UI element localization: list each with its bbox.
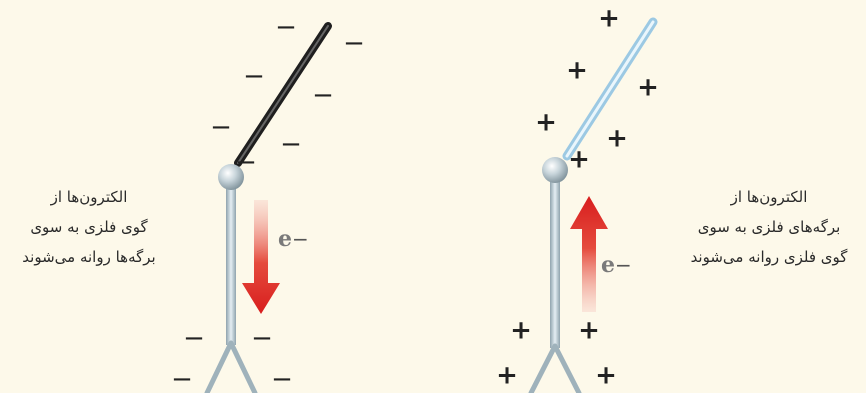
right-electron-label: e− [601,254,632,276]
charge-sign: + [578,316,600,346]
charge-sign: + [510,316,532,346]
charge-sign: − [343,29,365,59]
right-leaf-charges: + + + + [496,316,617,391]
caption-line: الکترون‌ها از [50,188,128,206]
right-rod-charges: + + + + + + [535,4,659,175]
right-caption: الکترون‌ها از برگه‌های فلزی به سوی گوی ف… [676,182,862,272]
charge-sign: − [235,148,257,178]
charge-sign: − [183,324,205,354]
charge-sign: − [271,365,293,393]
right-leaves [528,343,582,393]
charge-sign: − [210,113,232,143]
charge-sign: − [312,81,334,111]
left-electroscope [204,22,332,393]
electron-symbol: e [278,226,292,252]
charge-sign: + [606,124,628,154]
right-electron-arrow [570,196,608,312]
left-leaves [204,340,258,393]
right-rod-highlight [565,20,655,158]
caption-line: گوی فلزی به سوی [30,218,148,236]
electron-charge-sign: − [292,227,309,251]
electron-symbol: e [601,252,615,278]
right-stem [550,178,560,348]
right-electroscope [528,17,658,393]
charge-sign: − [243,62,265,92]
left-electron-arrow [242,200,280,314]
charge-sign: + [637,73,659,103]
charge-sign: + [598,4,620,34]
charge-sign: − [280,130,302,160]
charge-sign: + [496,361,518,391]
caption-line: گوی فلزی روانه می‌شوند [690,248,848,266]
charge-sign: + [535,108,557,138]
left-electron-label: e− [278,228,309,250]
caption-line: برگه‌ها روانه می‌شوند [22,248,156,266]
left-stem [226,185,236,345]
charge-sign: + [566,56,588,86]
charge-sign: − [171,365,193,393]
charge-sign: − [275,13,297,43]
charge-sign: − [251,324,273,354]
electron-charge-sign: − [615,253,632,277]
charge-sign: + [595,361,617,391]
left-rod-charges: − − − − − − − [210,13,365,178]
left-metal-ball [218,164,244,190]
charge-sign: + [568,145,590,175]
left-rod-highlight [237,25,329,164]
caption-line: برگه‌های فلزی به سوی [697,218,841,236]
caption-line: الکترون‌ها از [730,188,808,206]
left-leaf-charges: − − − − [171,324,293,393]
right-metal-ball [542,157,568,183]
left-caption: الکترون‌ها از گوی فلزی به سوی برگه‌ها رو… [4,182,174,272]
